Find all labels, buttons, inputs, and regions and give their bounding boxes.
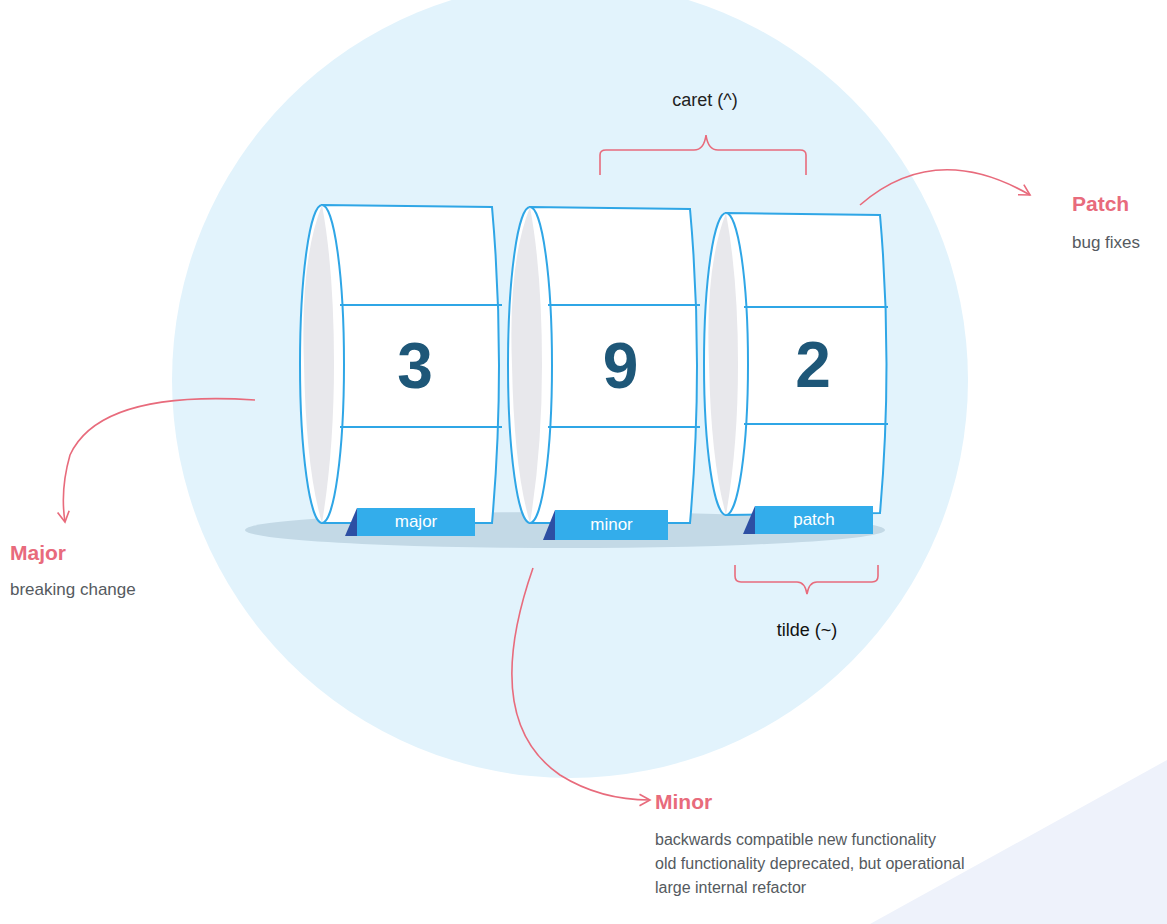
drum-tag: minor xyxy=(555,510,668,540)
leader-line xyxy=(512,568,650,800)
callout-title: Patch xyxy=(1072,192,1129,216)
background-circle xyxy=(172,0,968,778)
leader-line xyxy=(63,399,255,522)
drum xyxy=(300,205,502,523)
tilde-bracket xyxy=(735,565,878,594)
digit-text: 2 xyxy=(795,330,831,400)
bracket-label: caret (^) xyxy=(672,90,737,111)
tag-fold xyxy=(543,510,555,540)
bracket-label: tilde (~) xyxy=(777,620,838,641)
tag-text: minor xyxy=(590,516,633,535)
tag-text: patch xyxy=(793,511,835,530)
drum-digit: 2 xyxy=(744,309,882,422)
callout-text: backwards compatible new functionality xyxy=(655,831,936,849)
callout-title: Minor xyxy=(655,790,712,814)
caret-bracket xyxy=(600,135,806,175)
callout-text: old functionality deprecated, but operat… xyxy=(655,855,965,873)
drum-digit: 3 xyxy=(340,307,490,425)
tag-fold xyxy=(345,508,357,536)
digit-text: 3 xyxy=(397,331,433,401)
drum-tag: patch xyxy=(755,506,873,534)
digit-text: 9 xyxy=(603,331,639,401)
drum-tag: major xyxy=(357,508,475,536)
callout-text: large internal refactor xyxy=(655,879,806,897)
tag-fold xyxy=(743,506,755,534)
tag-text: major xyxy=(395,513,438,532)
drum-digit: 9 xyxy=(548,307,693,425)
leader-line xyxy=(860,170,1030,205)
callout-text: bug fixes xyxy=(1072,233,1140,253)
drum xyxy=(508,207,700,523)
drum xyxy=(704,213,888,515)
callout-text: breaking change xyxy=(10,580,136,600)
callout-title: Major xyxy=(10,541,66,565)
